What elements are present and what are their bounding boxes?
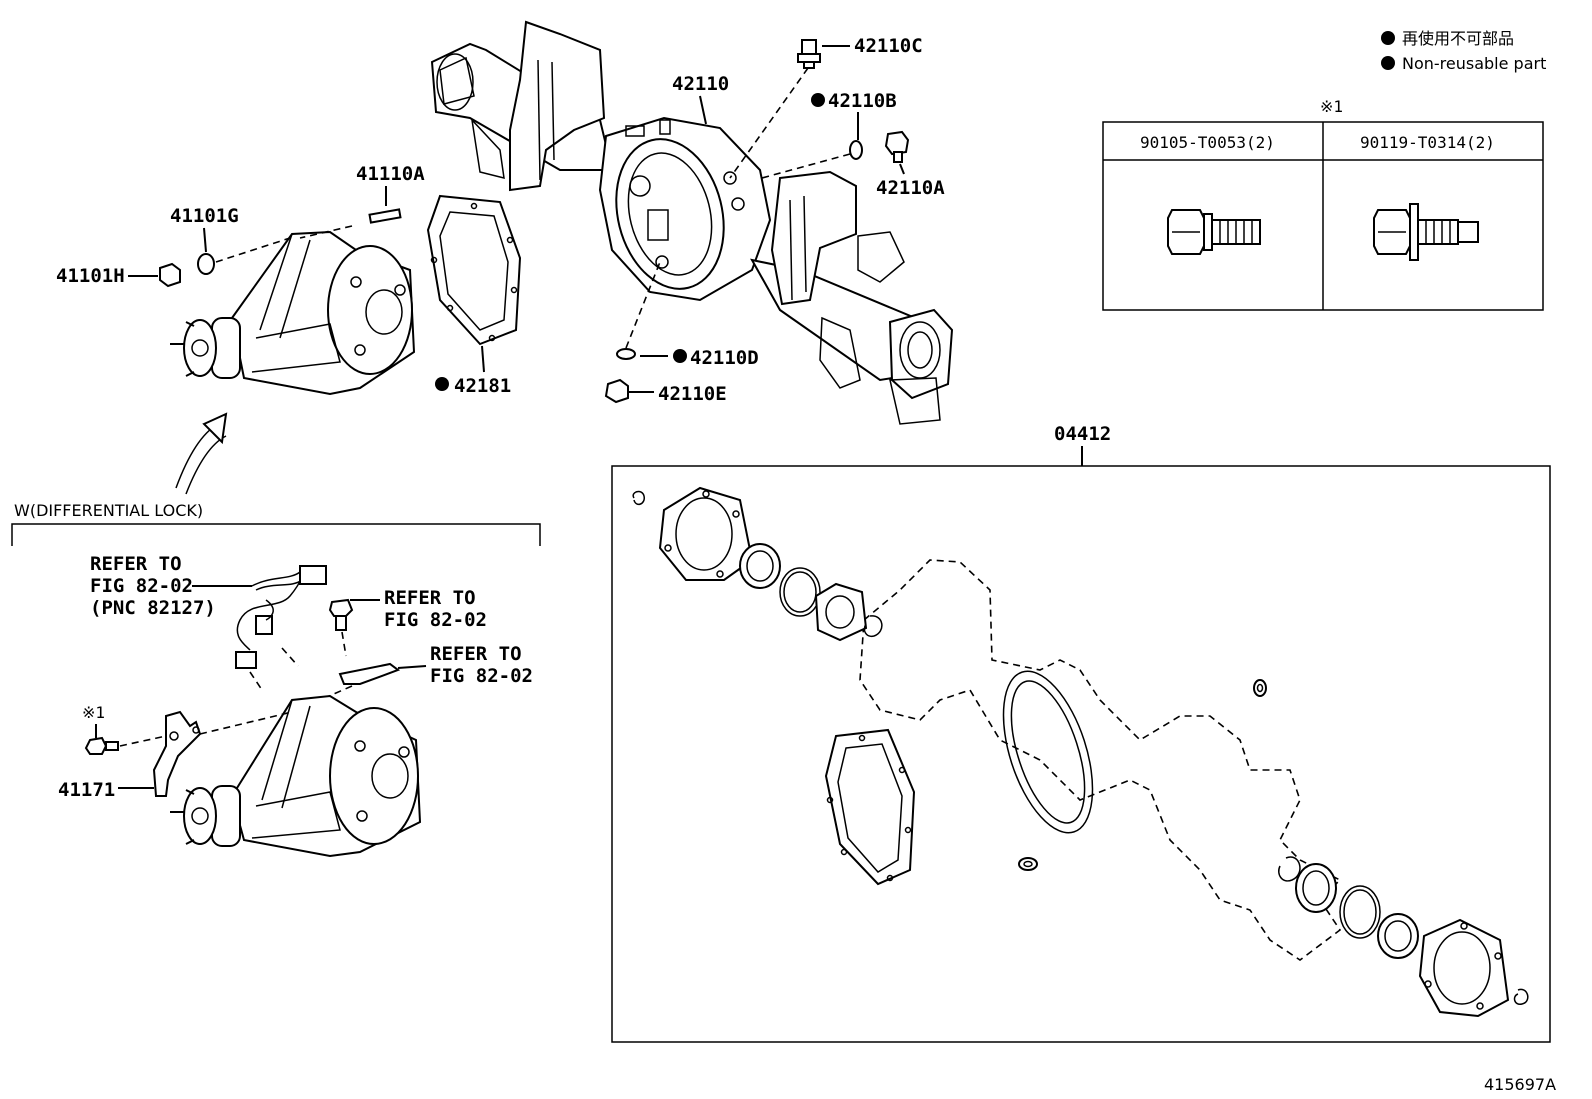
note-table: ※1 90105-T0053(2) 90119-T0314(2)	[1102, 97, 1544, 311]
clip-icon	[1513, 988, 1529, 1005]
flange-gasket-icon	[1418, 918, 1510, 1018]
bolt-icon	[1373, 203, 1479, 261]
label-04412: 04412	[1054, 423, 1111, 445]
bolt-icon	[84, 736, 119, 755]
refer1-line-b: FIG 82-02	[90, 575, 193, 597]
refer2-line-a: REFER TO	[384, 587, 476, 609]
ref-mark-41171: ※1	[82, 703, 105, 722]
legend-en: Non-reusable part	[1402, 54, 1546, 73]
refer3-line-b: FIG 82-02	[430, 665, 533, 687]
differential-carrier	[170, 230, 416, 396]
actuator-bracket	[152, 710, 202, 797]
refer1-line-c: (PNC 82127)	[90, 597, 216, 619]
bolt-icon	[1167, 209, 1261, 255]
non-reusable-marker-icon	[673, 349, 687, 363]
non-reusable-marker-icon	[1381, 56, 1395, 70]
arrow-head-icon	[202, 412, 228, 445]
label-41171: 41171	[58, 779, 115, 801]
legend-jp: 再使用不可部品	[1402, 29, 1514, 48]
carrier-gasket-icon	[824, 728, 916, 886]
kit-frame	[611, 465, 1551, 1043]
note-table-col1: 90105-T0053(2)	[1140, 133, 1275, 152]
diff-lock-title: W(DIFFERENTIAL LOCK)	[14, 501, 203, 520]
refer3-line-a: REFER TO	[430, 643, 522, 665]
refer1-line-a: REFER TO	[90, 553, 182, 575]
bolt-icon	[328, 598, 354, 631]
label-41101H: 41101H	[56, 265, 125, 287]
refer2-line-b: FIG 82-02	[384, 609, 487, 631]
note-table-col2: 90119-T0314(2)	[1360, 133, 1495, 152]
non-reusable-marker-icon	[1381, 31, 1395, 45]
drain-plug	[604, 378, 629, 404]
label-42110D: 42110D	[690, 347, 759, 369]
label-42181: 42181	[454, 375, 511, 397]
non-reusable-marker-icon	[435, 377, 449, 391]
axle-housing	[430, 20, 954, 425]
label-41110A: 41110A	[356, 163, 425, 185]
note-table-ref-mark: ※1	[1320, 97, 1343, 116]
label-41101G: 41101G	[170, 205, 239, 227]
label-42110C: 42110C	[854, 35, 923, 57]
label-42110B: 42110B	[828, 90, 897, 112]
label-42110: 42110	[672, 73, 729, 95]
filler-plug	[884, 130, 910, 163]
flange-gasket-icon	[658, 486, 754, 581]
legend: 再使用不可部品 Non-reusable part	[1381, 29, 1546, 73]
breather-plug	[797, 39, 821, 69]
differential-carrier-lock	[170, 694, 422, 858]
label-42110A: 42110A	[876, 177, 945, 199]
label-42110E: 42110E	[658, 383, 727, 405]
arrow-icon	[175, 423, 219, 489]
figure-id: 415697A	[1484, 1075, 1556, 1094]
clip-icon	[632, 490, 645, 506]
wire-harness	[235, 565, 327, 669]
housing-phantom	[859, 559, 1342, 961]
non-reusable-marker-icon	[811, 93, 825, 107]
